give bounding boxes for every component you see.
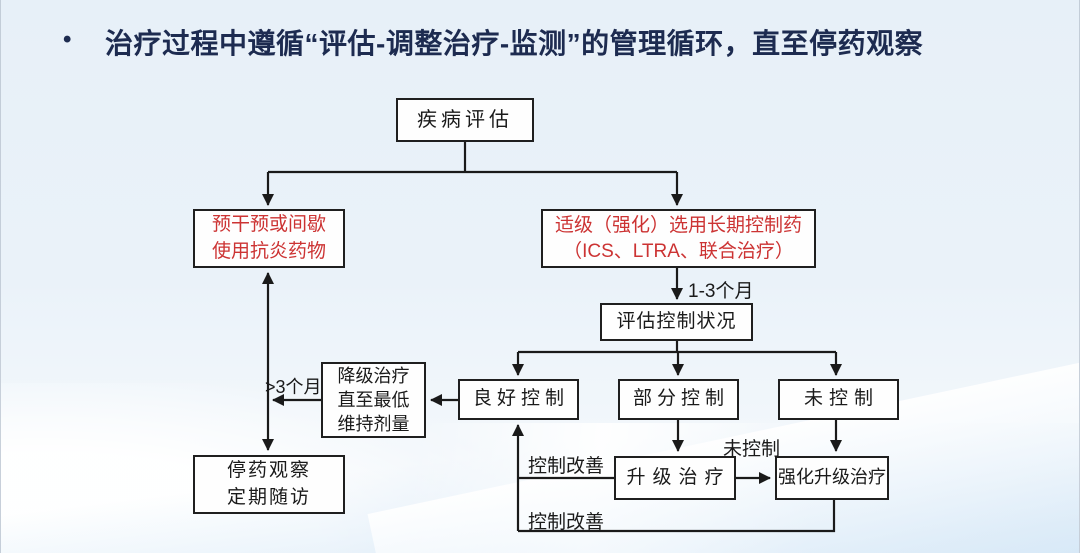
node-uncontrolled: 未控制 xyxy=(778,379,899,420)
edge-label-uncontrolled: 未控制 xyxy=(723,439,781,460)
edge-label-1-3-months: 1-3个月 xyxy=(688,281,754,302)
node-label: 强化升级治疗 xyxy=(778,467,886,488)
node-label: 未控制 xyxy=(803,388,879,410)
node-select-long-term-controller: 适级（强化）选用长期控制药 （ICS、LTRA、联合治疗） xyxy=(541,209,816,268)
node-step-down-treatment: 降级治疗 直至最低 维持剂量 xyxy=(321,362,426,438)
edge-label-control-improved-upper: 控制改善 xyxy=(528,456,605,477)
edge-label-control-improved-lower: 控制改善 xyxy=(528,512,605,533)
node-label: （ICS、LTRA、联合治疗） xyxy=(563,240,794,262)
node-label: 升级治疗 xyxy=(626,466,731,488)
node-label: 降级治疗 xyxy=(337,365,410,386)
node-label: 评估控制状况 xyxy=(616,310,737,332)
node-step-up-treatment: 升级治疗 xyxy=(614,456,736,500)
node-good-control: 良好控制 xyxy=(458,379,579,420)
node-intensive-step-up-treatment: 强化升级治疗 xyxy=(775,456,889,500)
node-assess-control-status: 评估控制状况 xyxy=(600,303,753,341)
node-label: 适级（强化）选用长期控制药 xyxy=(554,214,802,236)
node-partial-control: 部分控制 xyxy=(618,379,739,420)
node-disease-assessment: 疾病评估 xyxy=(396,98,534,142)
node-label: 停药观察 xyxy=(226,459,311,481)
node-stop-medication-followup: 停药观察 定期随访 xyxy=(193,455,345,514)
node-label: 预干预或间歇 xyxy=(211,213,326,235)
edge-label-over-3-months: >3个月 xyxy=(265,377,322,397)
node-label: 定期随访 xyxy=(226,486,311,508)
node-pre-intervention: 预干预或间歇 使用抗炎药物 xyxy=(193,209,345,268)
node-label: 良好控制 xyxy=(472,388,569,410)
node-label: 疾病评估 xyxy=(417,109,513,131)
node-label: 直至最低 xyxy=(337,389,410,410)
bullet-icon: • xyxy=(63,26,72,53)
node-label: 使用抗炎药物 xyxy=(211,240,326,262)
node-label: 维持剂量 xyxy=(337,414,410,435)
slide-title-text: 治疗过程中遵循“评估-调整治疗-监测”的管理循环，直至停药观察 xyxy=(105,28,924,59)
node-label: 部分控制 xyxy=(632,388,729,410)
